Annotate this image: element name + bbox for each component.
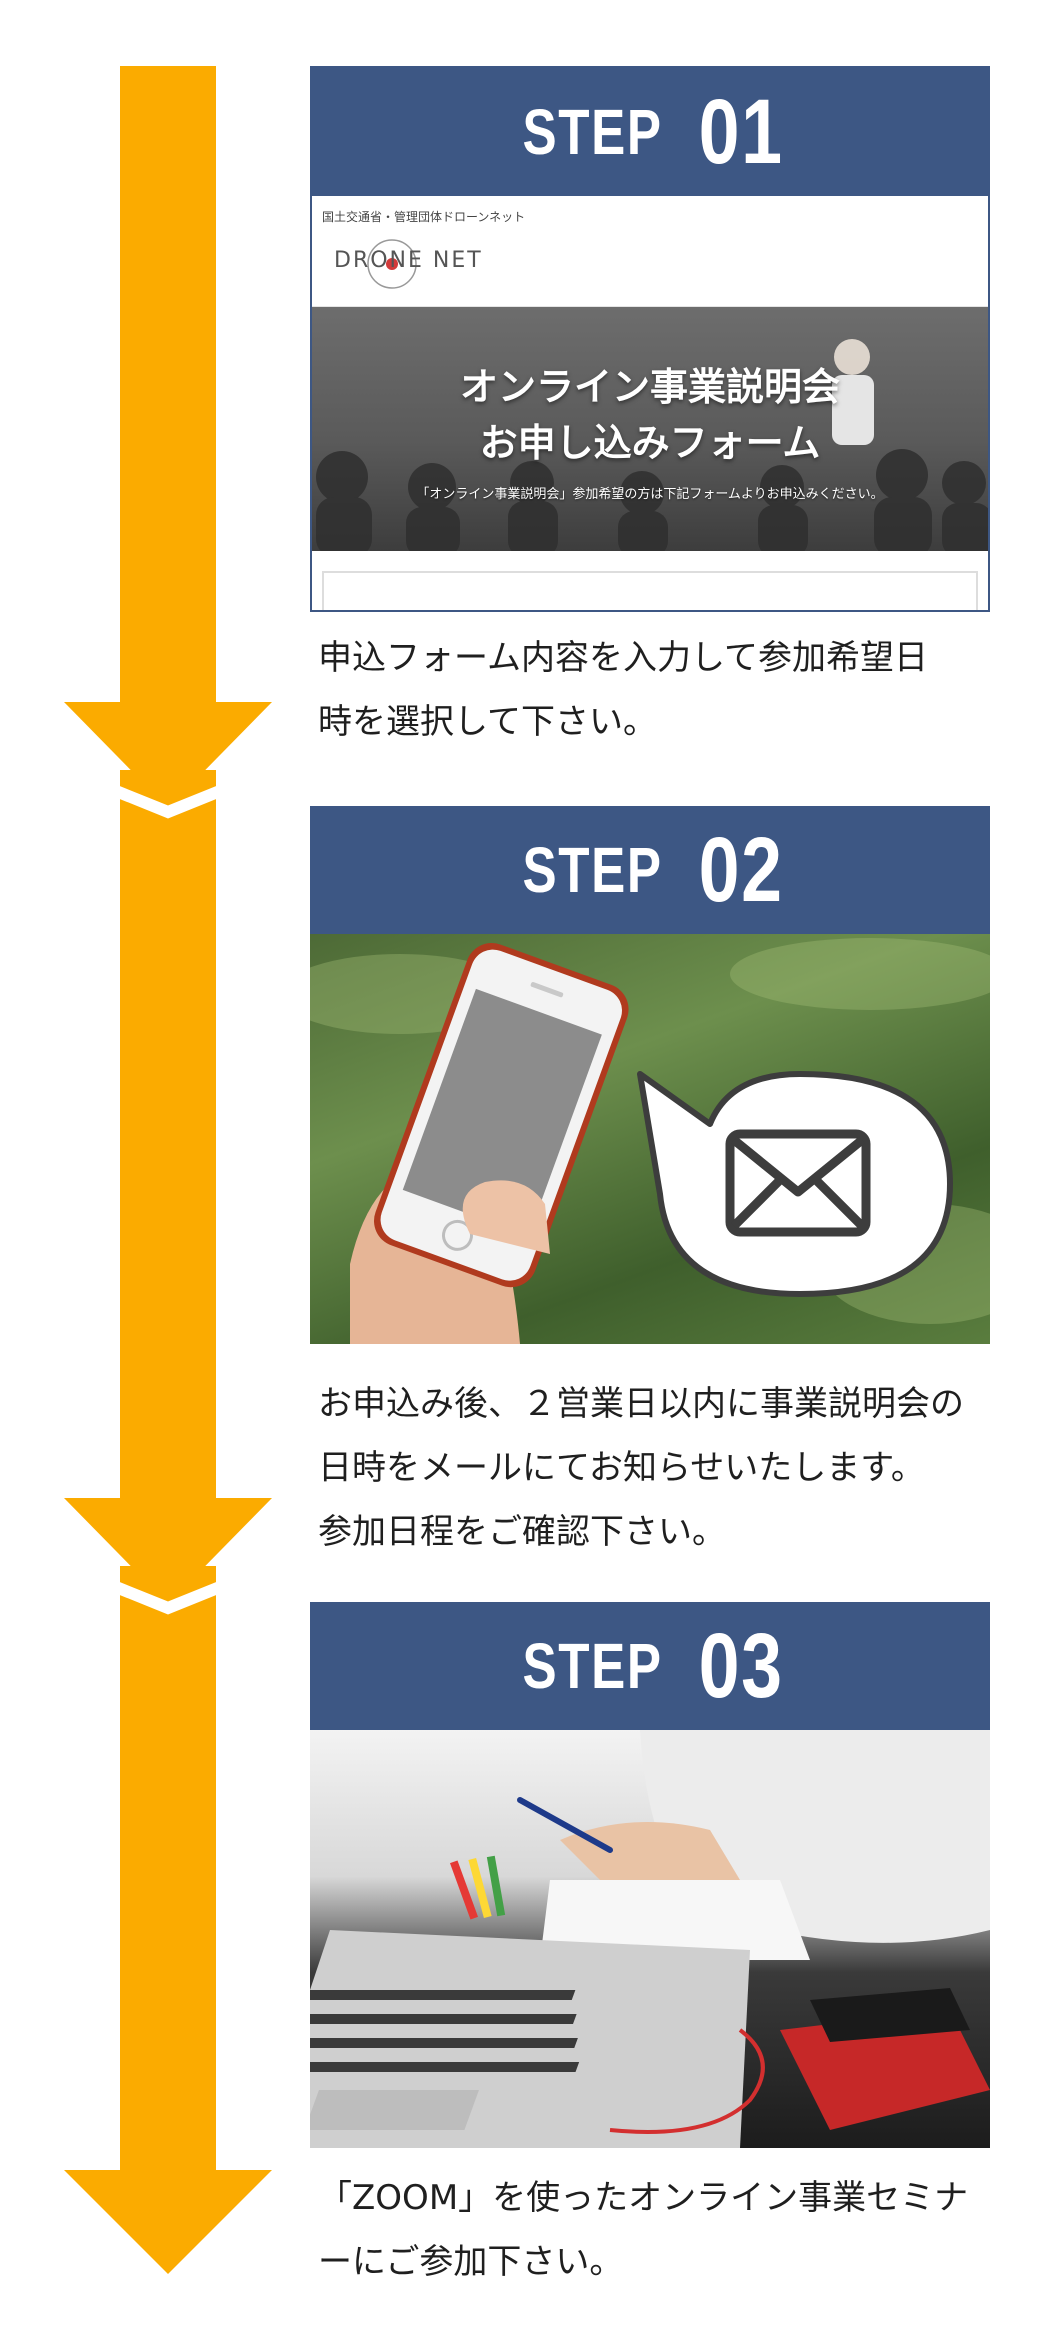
laptop-icon	[310, 1930, 750, 2148]
step-2-card: STEP 02	[310, 806, 990, 1344]
step-1-desc-line-2: 時を選択して下さい。	[318, 702, 657, 742]
step-3-desc-line-2: ーにご参加下さい。	[318, 2242, 624, 2282]
laptop-photo	[310, 1730, 990, 2148]
arrow-head-2	[64, 1498, 272, 1604]
step-1-number: 01	[699, 80, 785, 183]
step-3-description: 「ZOOM」を使ったオンライン事業セミナ ーにご参加下さい。	[318, 2166, 998, 2294]
phone-mail-photo	[310, 934, 990, 1344]
step-3-desc-line-1: 「ZOOM」を使ったオンライン事業セミナ	[318, 2178, 969, 2218]
arrow-shaft-2	[120, 770, 216, 1498]
smartphone-icon	[374, 943, 629, 1288]
logo-text: DRONE NET	[334, 248, 483, 273]
step-3-label: STEP	[522, 1630, 663, 1702]
step-1-label: STEP	[522, 96, 663, 168]
step-1-header: STEP 01	[312, 68, 988, 196]
form-screenshot-brand-bar: 国土交通省・管理団体ドローンネット DRONE NET	[312, 196, 988, 307]
step-2-desc-line-1: お申込み後、２営業日以内に事業説明会の	[318, 1384, 964, 1424]
mail-bubble-icon	[637, 1071, 953, 1297]
flow-arrows	[61, 66, 275, 2274]
step-2-desc-line-2: 日時をメールにてお知らせいたします。	[318, 1448, 925, 1488]
step-1-card: STEP 01 国土交通省・管理団体ドローンネット DRONE NET	[310, 66, 990, 612]
org-name: 国土交通省・管理団体ドローンネット	[322, 210, 526, 224]
form-title-line-1: オンライン事業説明会	[459, 365, 840, 409]
step-3-number: 03	[699, 1614, 785, 1717]
form-title: オンライン事業説明会 お申し込みフォーム	[312, 359, 988, 471]
step-1-description: 申込フォーム内容を入力して参加希望日 時を選択して下さい。	[318, 626, 998, 754]
drone-net-logo: DRONE NET	[322, 232, 522, 296]
step-2-header: STEP 02	[310, 806, 990, 934]
form-title-line-2: お申し込みフォーム	[479, 421, 821, 465]
form-screenshot-hero: オンライン事業説明会 お申し込みフォーム 「オンライン事業説明会」参加希望の方は…	[312, 307, 988, 551]
form-subtitle: 「オンライン事業説明会」参加希望の方は下記フォームよりお申込みください。	[416, 487, 884, 502]
arrow-head-3	[64, 2170, 272, 2274]
step-2-number: 02	[699, 818, 785, 921]
audience-silhouettes-image	[316, 339, 988, 551]
form-box	[322, 571, 978, 610]
arrow-shaft-3	[120, 1566, 216, 2170]
step-2-desc-line-3: 参加日程をご確認下さい。	[318, 1512, 726, 1552]
step-2-description: お申込み後、２営業日以内に事業説明会の 日時をメールにてお知らせいたします。 参…	[318, 1372, 998, 1564]
form-area-preview	[312, 551, 988, 610]
arrow-head-1	[64, 702, 272, 808]
step-3-header: STEP 03	[310, 1602, 990, 1730]
step-2-label: STEP	[522, 834, 663, 906]
arrow-shaft-1	[120, 66, 216, 702]
step-1-desc-line-1: 申込フォーム内容を入力して参加希望日	[318, 638, 928, 678]
step-3-card: STEP 03	[310, 1602, 990, 2148]
